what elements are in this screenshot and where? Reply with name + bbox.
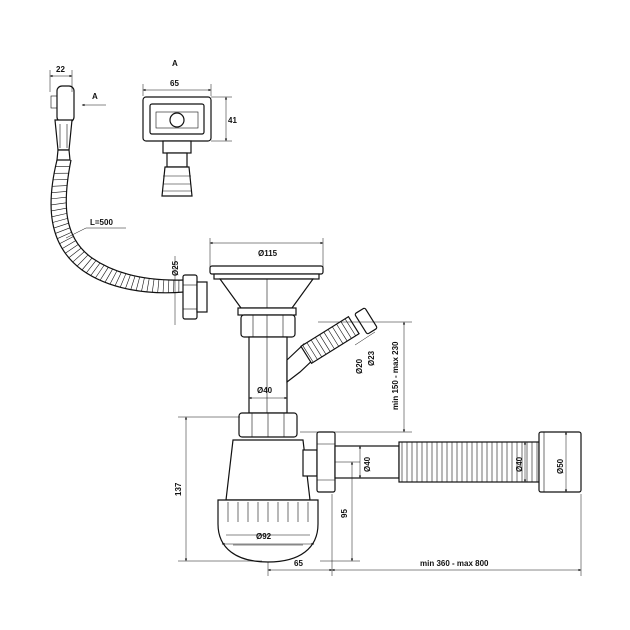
body-diameter-label: Ø40 (257, 386, 273, 395)
hose-rib (53, 222, 69, 229)
hose-rib (81, 257, 93, 271)
outlet-height-label: 95 (340, 509, 349, 518)
adjust-height-label: min 150 - max 230 (391, 341, 400, 410)
hose-rib (86, 260, 97, 274)
hose-rib (119, 273, 127, 288)
dimension-trap-offset: 65 (267, 494, 333, 576)
trap-diameter-label: Ø92 (256, 532, 272, 541)
trap-offset-label: 65 (294, 559, 303, 568)
hose-rib (109, 270, 118, 285)
dimension-trap-height: 137 (174, 416, 262, 562)
overflow-head (50, 85, 75, 161)
view-a-width-label: 65 (170, 79, 179, 88)
view-a-height-label: 41 (228, 116, 237, 125)
hose-rib (72, 251, 85, 263)
hose-rib (146, 278, 150, 292)
trap-height-label: 137 (174, 482, 183, 496)
hose-rib (51, 191, 67, 193)
hose-rib (125, 274, 131, 289)
hose-rib (302, 345, 314, 363)
hose-length-label: L=500 (90, 218, 113, 227)
hose-rib (95, 265, 105, 279)
hose-rib (50, 202, 67, 206)
view-a-arrow: A (81, 92, 106, 107)
outlet-inner-label: Ø40 (363, 456, 372, 472)
hose-rib (59, 236, 74, 244)
side-inlet-outer-label: Ø23 (367, 350, 376, 366)
hose-rib (52, 218, 68, 223)
outlet-end-label: Ø50 (556, 458, 565, 474)
vertical-pipe: Ø40 (248, 336, 288, 414)
overflow-diameter-label: Ø25 (171, 260, 180, 276)
strainer-diameter-label: Ø115 (258, 249, 278, 258)
hose-rib (157, 279, 160, 293)
hose-rib (340, 321, 352, 339)
hose-rib (344, 318, 356, 336)
side-inlet-inner-label: Ø20 (355, 358, 364, 374)
hose-rib (162, 279, 165, 293)
hose-rib (310, 339, 322, 358)
lower-nut (238, 412, 298, 438)
hose-rib (51, 207, 67, 212)
hose-rib (68, 247, 82, 259)
hose-rib (51, 196, 67, 200)
hose-rib (327, 329, 339, 347)
hose-rib (332, 326, 344, 344)
hose-rib (323, 331, 335, 350)
hose-rib (315, 337, 327, 355)
outlet-hose-label: Ø40 (515, 456, 524, 472)
strainer: Ø115 (209, 238, 324, 316)
overflow-width-label: 22 (56, 65, 65, 74)
view-a-arrow-label: A (92, 92, 98, 101)
view-a-title: A (172, 59, 178, 68)
trap-bottle: Ø92 (217, 439, 319, 563)
overflow-hose (50, 159, 185, 294)
hose-rib (319, 334, 331, 352)
outlet-end: Ø50 (538, 431, 582, 493)
hose-rib (99, 267, 109, 281)
hose-rib (65, 244, 79, 254)
hose-rib (151, 279, 155, 293)
hose-rib (114, 272, 122, 286)
hose-rib (51, 213, 67, 218)
hose-rib (90, 262, 101, 276)
overflow-connector: Ø25 (171, 256, 208, 325)
upper-nut (240, 314, 296, 338)
hose-rib (76, 254, 89, 267)
dimension-outlet-height: 95 (320, 461, 360, 562)
hose-rib (55, 227, 71, 234)
hose-rib (130, 276, 136, 290)
hose-rib (62, 240, 76, 249)
outlet-length-label: min 360 - max 800 (420, 559, 489, 568)
hose-rib (57, 231, 72, 239)
hose-length-callout: L=500 (65, 218, 126, 239)
view-a: A 65 41 (142, 59, 237, 197)
hose-rib (336, 323, 348, 342)
hose-rib (135, 276, 140, 291)
hose-rib (141, 277, 145, 292)
dimension-overflow-width: 22 (49, 65, 73, 92)
hose-rib (52, 185, 68, 187)
hose-rib (104, 269, 113, 283)
side-inlet: Ø20 Ø23 (286, 307, 378, 384)
outlet-hose: Ø40 (398, 441, 540, 483)
dimension-outlet-length: min 360 - max 800 (331, 494, 582, 576)
hose-rib (306, 342, 318, 360)
